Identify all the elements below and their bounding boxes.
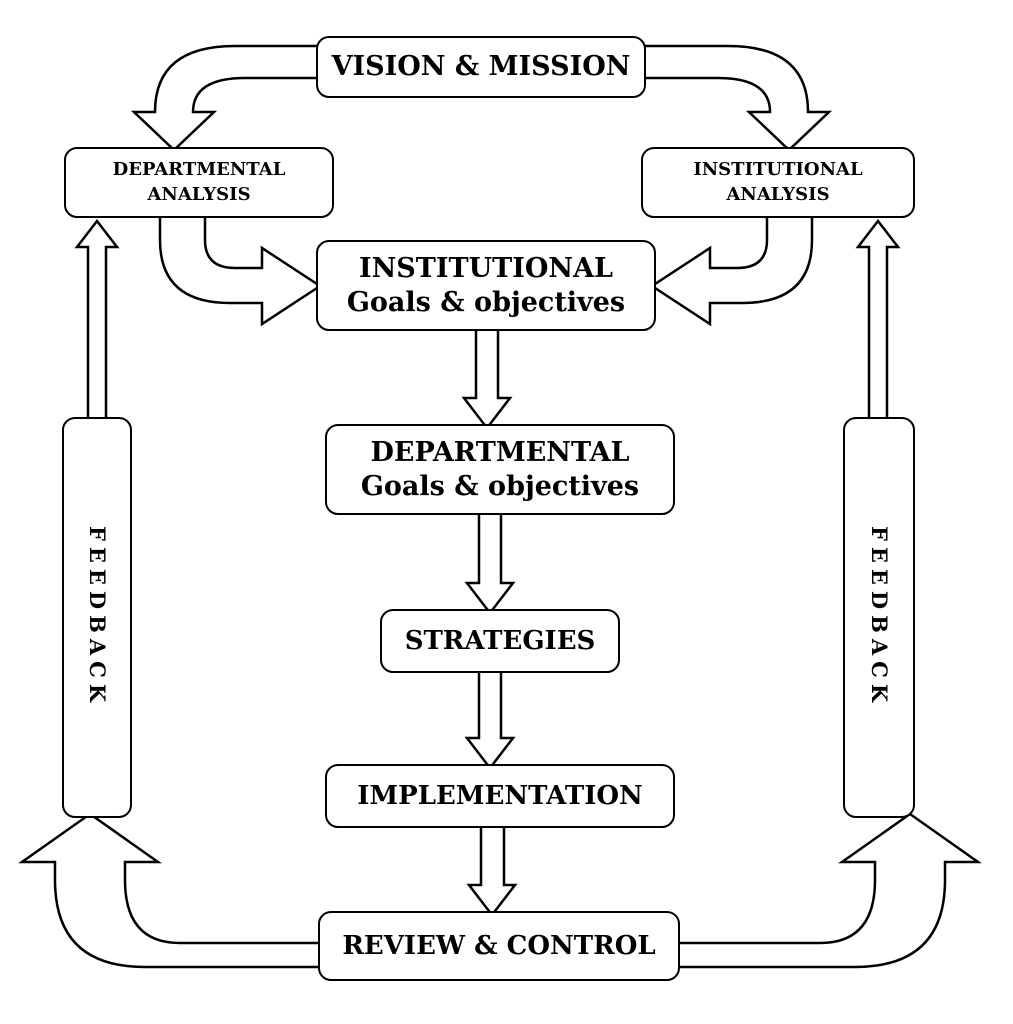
node-departmental-analysis: DEPARTMENTAL ANALYSIS (64, 147, 334, 218)
node-departmental-analysis-line1: DEPARTMENTAL (112, 159, 286, 181)
node-implementation-label: IMPLEMENTATION (357, 780, 643, 811)
node-departmental-goals: DEPARTMENTAL Goals & objectives (325, 424, 675, 515)
node-feedback-right: FEEDBACK (843, 417, 915, 818)
arrow-vision-to-departmental-analysis (130, 44, 330, 152)
arrow-strategies-to-implementation (464, 666, 516, 771)
arrow-review-control-to-feedback-left (18, 812, 325, 969)
node-implementation: IMPLEMENTATION (325, 764, 675, 828)
node-institutional-goals-line2: Goals & objectives (346, 286, 626, 318)
node-feedback-left-label: FEEDBACK (85, 526, 111, 709)
arrow-institutional-goals-to-departmental-goals (461, 324, 513, 431)
arrow-departmental-goals-to-strategies (464, 508, 516, 616)
node-strategies: STRATEGIES (380, 609, 620, 673)
arrow-review-control-to-feedback-right (675, 812, 982, 969)
node-institutional-analysis-line1: INSTITUTIONAL (693, 159, 863, 181)
node-institutional-goals-line1: INSTITUTIONAL (358, 252, 614, 284)
arrow-departmental-analysis-to-institutional-goals (158, 212, 323, 327)
node-departmental-goals-line1: DEPARTMENTAL (370, 436, 630, 468)
arrow-implementation-to-review-control (466, 822, 518, 918)
node-institutional-analysis-line2: ANALYSIS (726, 183, 830, 205)
node-strategies-label: STRATEGIES (404, 625, 596, 656)
node-feedback-left: FEEDBACK (62, 417, 132, 818)
node-vision-mission-label: VISION & MISSION (331, 51, 631, 83)
node-departmental-analysis-line2: ANALYSIS (147, 183, 251, 205)
node-vision-mission: VISION & MISSION (316, 36, 646, 98)
arrow-feedback-left-to-departmental-analysis (74, 218, 120, 422)
node-review-control: REVIEW & CONTROL (318, 911, 680, 981)
arrow-institutional-analysis-to-institutional-goals (649, 212, 814, 327)
arrow-vision-to-institutional-analysis (633, 44, 833, 152)
node-feedback-right-label: FEEDBACK (867, 526, 893, 709)
node-institutional-goals: INSTITUTIONAL Goals & objectives (316, 240, 656, 331)
node-departmental-goals-line2: Goals & objectives (360, 470, 640, 502)
arrow-feedback-right-to-institutional-analysis (855, 218, 901, 422)
node-institutional-analysis: INSTITUTIONAL ANALYSIS (641, 147, 915, 218)
node-review-control-label: REVIEW & CONTROL (342, 930, 656, 961)
